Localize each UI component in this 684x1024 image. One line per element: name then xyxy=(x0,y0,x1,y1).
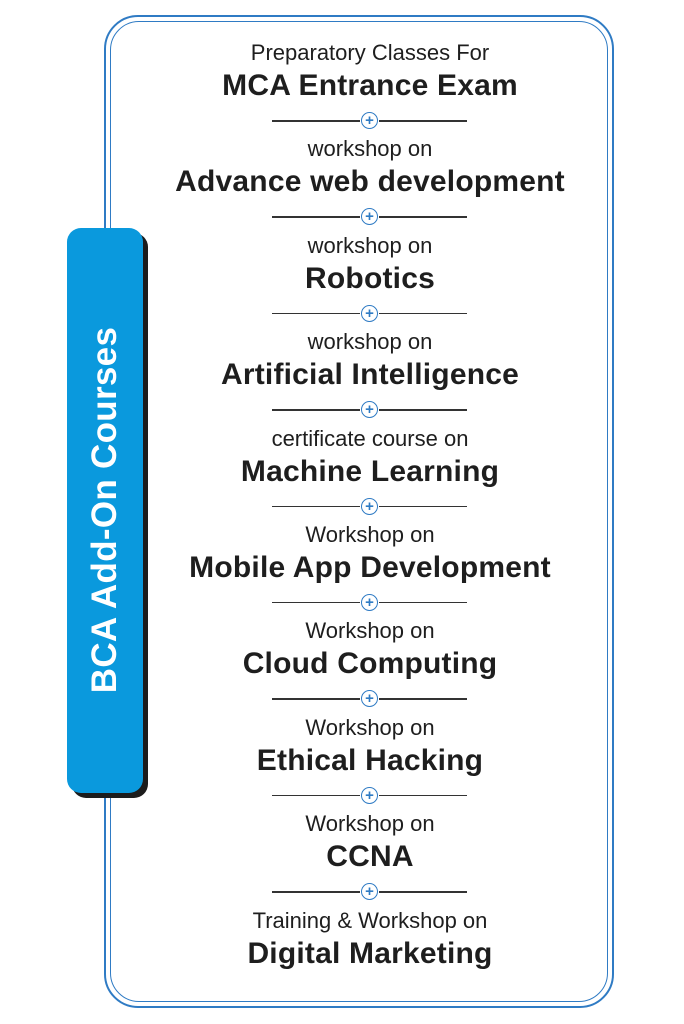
plus-circle-icon: + xyxy=(361,690,378,708)
divider-line xyxy=(272,601,360,604)
divider: + xyxy=(272,208,467,226)
plus-circle-icon: + xyxy=(361,786,378,804)
divider-line xyxy=(272,120,360,122)
course-item: Workshop on Ethical Hacking + xyxy=(130,713,610,809)
divider: + xyxy=(272,883,467,901)
divider-line xyxy=(379,794,467,797)
divider-line xyxy=(379,216,467,218)
plus-circle-icon: + xyxy=(361,497,378,515)
plus-circle-icon: + xyxy=(361,208,378,226)
plus-circle-icon: + xyxy=(361,112,378,129)
course-title: Artificial Intelligence xyxy=(220,358,519,392)
course-prefix: Workshop on xyxy=(305,618,435,644)
course-item: workshop on Advance web development + xyxy=(130,134,610,230)
course-prefix: workshop on xyxy=(307,136,433,162)
divider-line xyxy=(272,505,360,508)
course-item: workshop on Artificial Intelligence + xyxy=(130,327,610,423)
course-item: Training & Workshop on Digital Marketing xyxy=(130,906,610,1002)
divider: + xyxy=(272,304,467,323)
side-tab xyxy=(67,228,143,793)
plus-circle-icon: + xyxy=(361,883,378,901)
course-prefix: Training & Workshop on xyxy=(252,907,488,933)
divider-line xyxy=(272,216,360,218)
course-item: Preparatory Classes For MCA Entrance Exa… xyxy=(130,38,610,134)
course-list: Preparatory Classes For MCA Entrance Exa… xyxy=(130,38,610,1002)
divider: + xyxy=(272,401,467,419)
divider-line xyxy=(379,120,467,122)
plus-circle-icon: + xyxy=(361,593,378,611)
course-prefix: certificate course on xyxy=(271,425,469,451)
divider-line xyxy=(379,891,467,893)
course-prefix: workshop on xyxy=(307,232,433,258)
course-prefix: Workshop on xyxy=(305,811,435,837)
divider-line xyxy=(379,601,467,604)
divider-line xyxy=(379,505,467,508)
divider-line xyxy=(379,312,467,315)
course-title: MCA Entrance Exam xyxy=(222,69,518,102)
side-tab-label: BCA Add-On Courses xyxy=(85,326,124,694)
course-prefix: Preparatory Classes For xyxy=(250,40,490,65)
course-title: Digital Marketing xyxy=(247,936,493,970)
divider: + xyxy=(272,112,467,130)
divider-line xyxy=(379,409,467,411)
divider: + xyxy=(272,593,467,612)
course-prefix: Workshop on xyxy=(305,714,435,740)
divider: + xyxy=(272,690,467,708)
divider: + xyxy=(272,497,467,516)
course-item: Workshop on Cloud Computing + xyxy=(130,616,610,712)
divider-line xyxy=(272,312,360,315)
course-item: workshop on Robotics + xyxy=(130,231,610,327)
divider-line xyxy=(272,891,360,893)
divider-line xyxy=(272,698,360,700)
course-prefix: Workshop on xyxy=(305,521,435,547)
course-title: Advance web development xyxy=(175,165,565,199)
course-title: Mobile App Development xyxy=(189,550,551,584)
divider: + xyxy=(272,786,467,805)
course-title: Robotics xyxy=(305,261,435,295)
course-title: Ethical Hacking xyxy=(256,743,484,777)
course-title: Machine Learning xyxy=(240,454,500,488)
divider-line xyxy=(272,794,360,797)
course-prefix: workshop on xyxy=(307,329,433,355)
course-item: certificate course on Machine Learning + xyxy=(130,424,610,520)
plus-circle-icon: + xyxy=(361,401,378,419)
course-title: Cloud Computing xyxy=(242,647,498,681)
course-title: CCNA xyxy=(326,840,414,874)
course-item: Workshop on Mobile App Development + xyxy=(130,520,610,616)
plus-circle-icon: + xyxy=(361,304,378,322)
divider-line xyxy=(379,698,467,700)
divider-line xyxy=(272,409,360,411)
course-item: Workshop on CCNA + xyxy=(130,809,610,905)
